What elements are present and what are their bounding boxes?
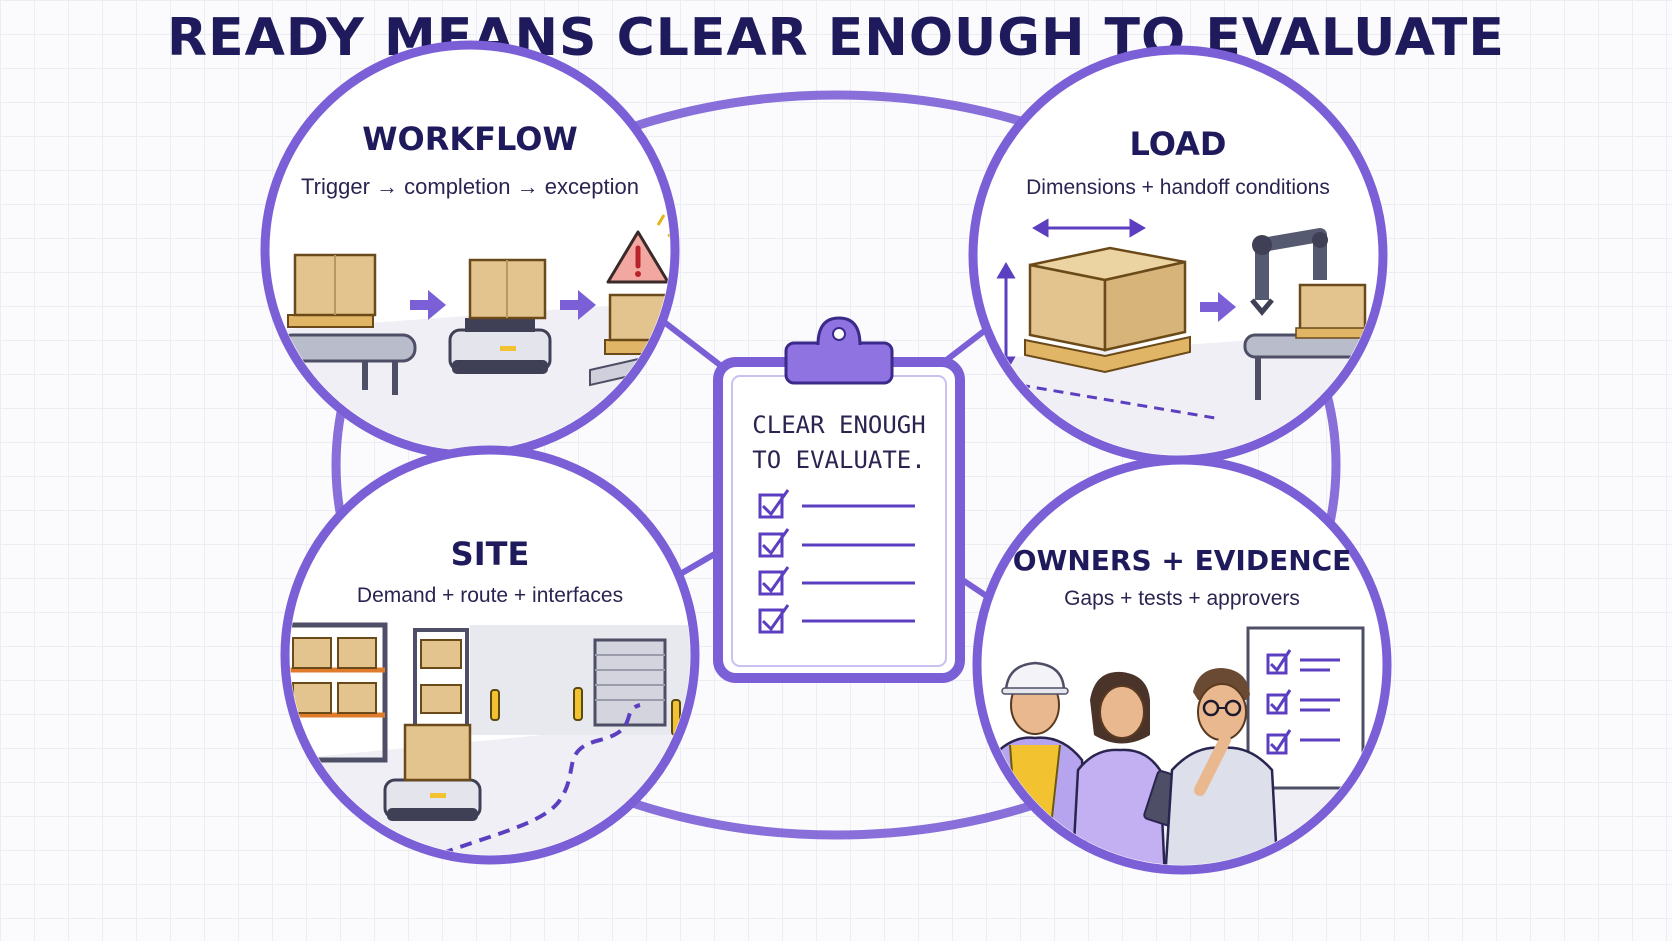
workflow-title: WORKFLOW <box>362 120 578 158</box>
arrow-right-icon <box>560 290 596 320</box>
box-on-pallet-icon <box>287 253 377 328</box>
arrow-right-icon <box>1200 292 1236 322</box>
warning-icon <box>606 214 670 284</box>
mobile-robot-icon <box>383 723 482 821</box>
clipboard-clip-icon <box>784 316 894 385</box>
clipboard-line-1: CLEAR ENOUGH <box>752 411 925 439</box>
clipboard-line-2: TO EVALUATE. <box>752 446 925 474</box>
mobile-robot-icon <box>448 258 552 374</box>
checkbox-checked-icon <box>758 566 790 596</box>
arrow-right-icon <box>410 290 446 320</box>
shelving-icon <box>290 622 469 763</box>
load-title: LOAD <box>1130 125 1227 163</box>
checkbox-checked-icon <box>758 528 790 558</box>
checkbox-checked-icon <box>758 489 790 519</box>
dock-door-icon <box>593 638 667 727</box>
route-path <box>404 703 641 855</box>
owners-panel: OWNERS + EVIDENCE Gaps + tests + approve… <box>972 455 1392 875</box>
checklist <box>758 489 915 634</box>
checklist-board-icon <box>1246 626 1365 790</box>
site-subtitle: Demand + route + interfaces <box>357 584 623 607</box>
owners-title: OWNERS + EVIDENCE <box>1013 544 1352 577</box>
site-panel: SITE Demand + route + interfaces <box>280 445 700 865</box>
large-box-icon <box>1024 246 1191 374</box>
workflow-subtitle: Trigger → completion → exception <box>301 174 639 199</box>
connector-ring <box>331 90 1341 840</box>
person-with-glasses-icon <box>1163 668 1280 865</box>
checkbox-checked-icon <box>758 604 790 634</box>
robot-arm-icon <box>1243 228 1378 400</box>
owners-subtitle: Gaps + tests + approvers <box>1064 587 1300 610</box>
site-title: SITE <box>451 535 530 573</box>
center-clipboard: CLEAR ENOUGH TO EVALUATE. <box>713 316 965 683</box>
workflow-panel: WORKFLOW Trigger → completion → exceptio… <box>260 40 680 460</box>
load-panel: LOAD Dimensions + handoff conditions <box>968 45 1388 465</box>
load-subtitle: Dimensions + handoff conditions <box>1026 176 1330 199</box>
